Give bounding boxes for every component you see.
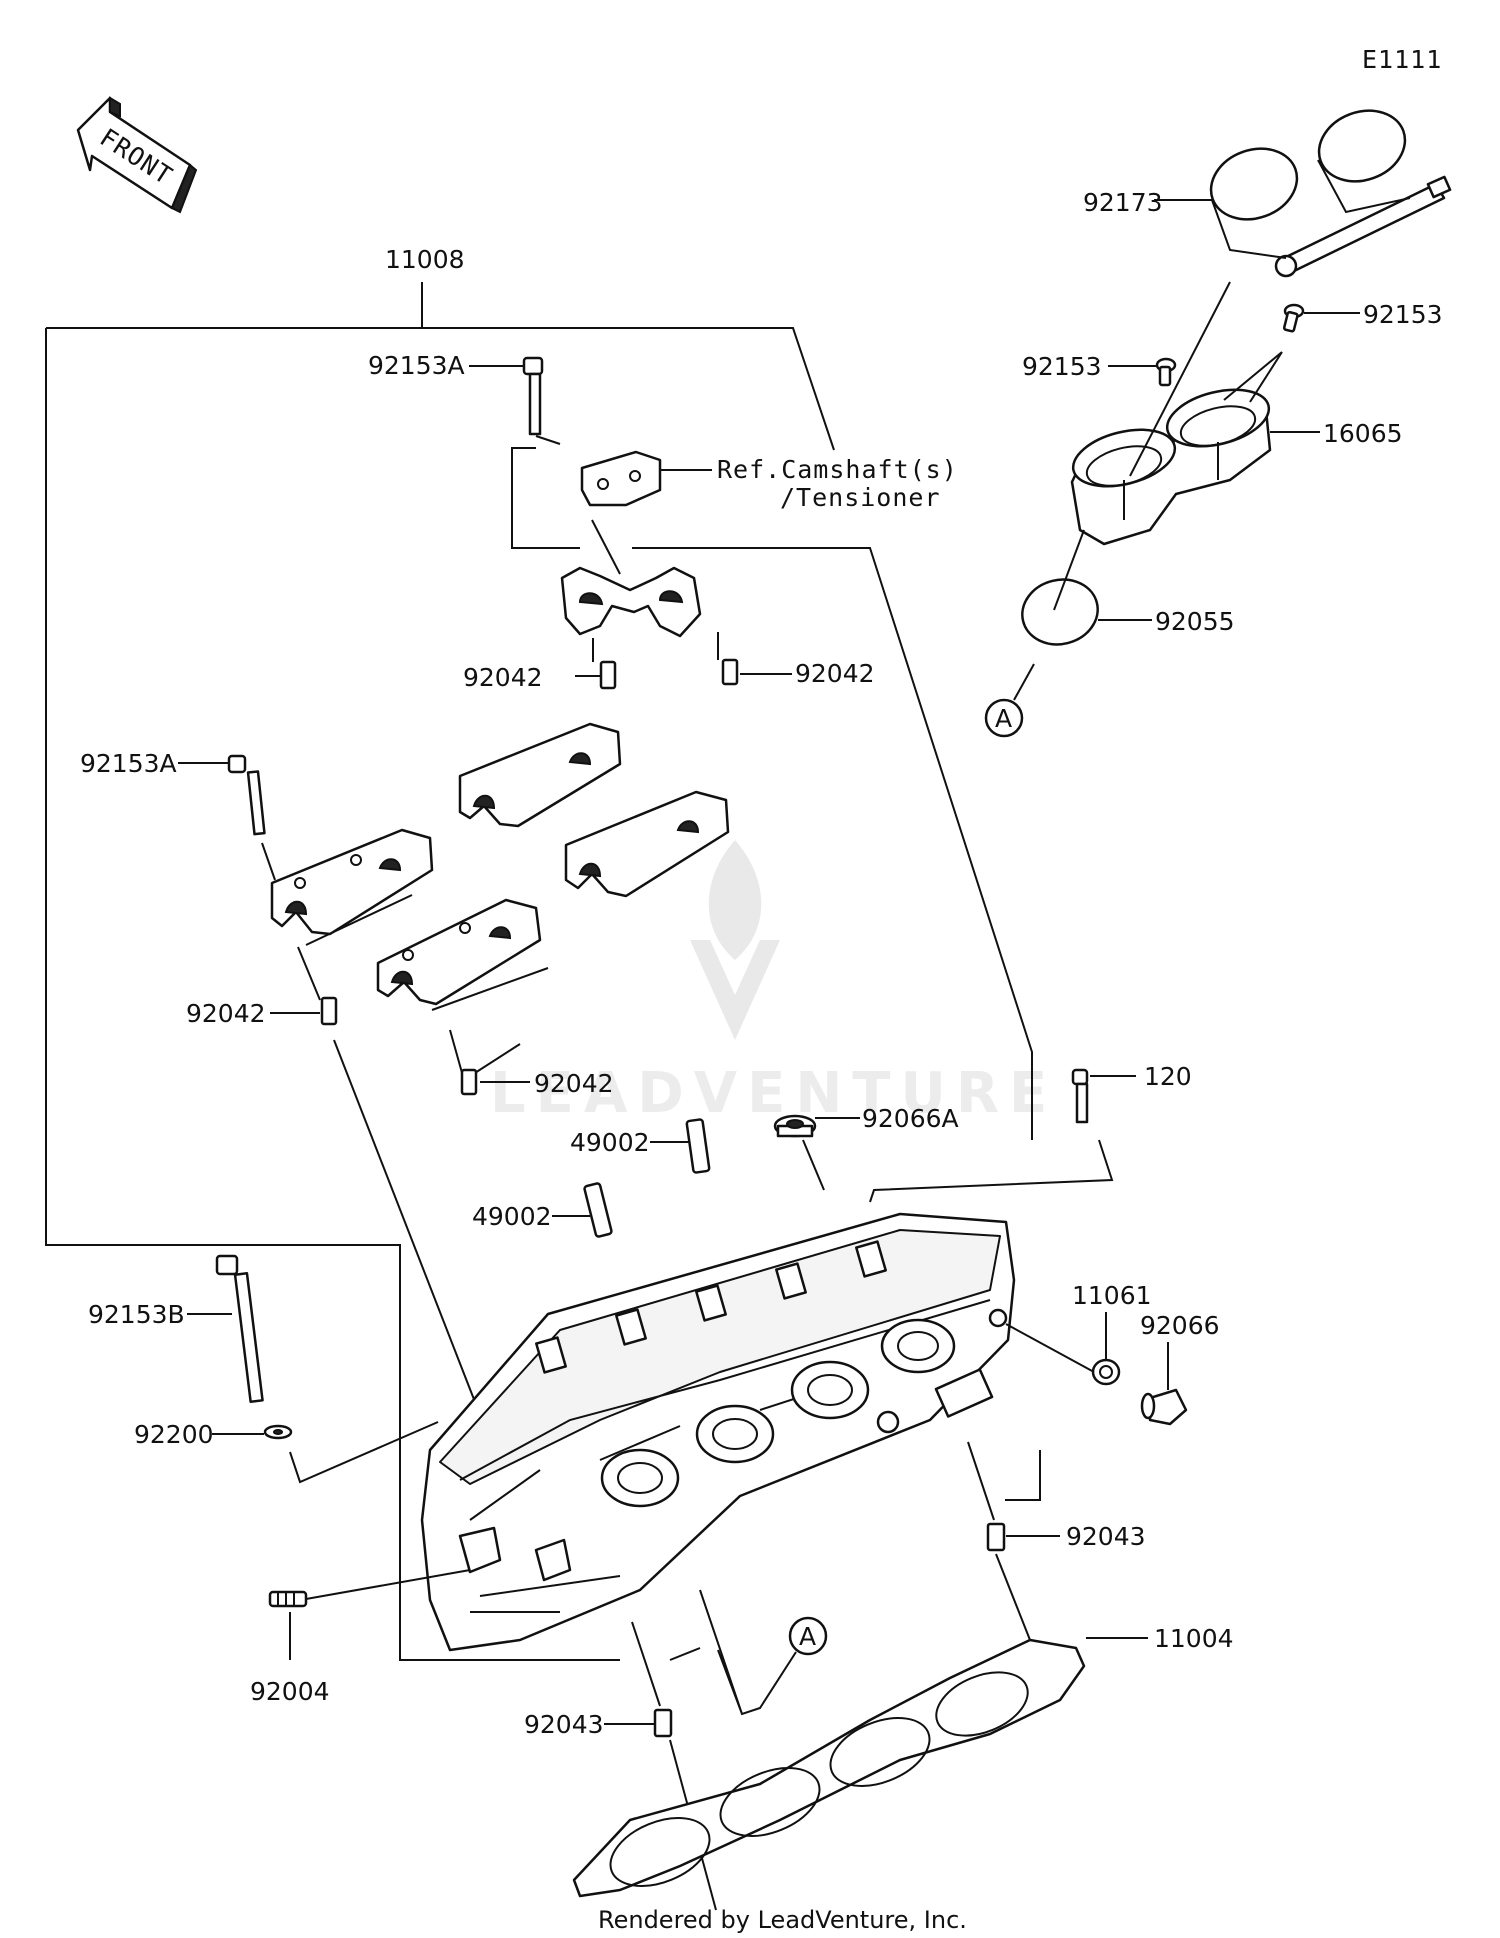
ref-circle-a-top: A <box>984 698 1024 738</box>
dowel-pin-92042-a <box>592 638 617 690</box>
callout-92042-c: 92042 <box>186 999 266 1028</box>
diagram-id: E1111 <box>1362 45 1442 74</box>
bolt-92153A-top <box>522 356 561 445</box>
callout-92043-right: 92043 <box>1066 1522 1146 1551</box>
cam-cap-4 <box>564 790 730 898</box>
callout-11004: 11004 <box>1154 1624 1234 1653</box>
callout-11061: 11061 <box>1072 1281 1152 1310</box>
callout-92066A: 92066A <box>862 1104 959 1133</box>
callout-49002-a: 49002 <box>570 1128 650 1157</box>
callout-92153A-top: 92153A <box>368 351 465 380</box>
bolt-92153B <box>215 1254 264 1404</box>
callout-92042-a: 92042 <box>463 663 543 692</box>
callout-92200: 92200 <box>134 1420 214 1449</box>
ref-circle-a-bottom-label: A <box>799 1622 816 1651</box>
valve-guide-49002-b <box>583 1182 613 1238</box>
callout-92055: 92055 <box>1155 607 1235 636</box>
intake-holder-16065 <box>1070 388 1272 546</box>
clamp-92173 <box>1209 109 1452 278</box>
plug-92066A <box>773 1114 817 1138</box>
callout-92173: 92173 <box>1083 188 1163 217</box>
callout-92004: 92004 <box>250 1677 330 1706</box>
cylinder-head <box>420 1212 1016 1652</box>
callout-92066: 92066 <box>1140 1311 1220 1340</box>
ref-circle-a-top-label: A <box>995 704 1012 733</box>
callout-16065: 16065 <box>1323 419 1403 448</box>
plug-92066 <box>1140 1388 1188 1426</box>
callout-120: 120 <box>1144 1062 1192 1091</box>
cam-cap-top <box>560 519 702 638</box>
cam-cap-3 <box>458 722 622 828</box>
render-credit: Rendered by LeadVenture, Inc. <box>598 1906 967 1934</box>
stud-92004 <box>268 1590 308 1608</box>
leadventure-watermark: LEADVENTURE <box>490 840 1057 1126</box>
cam-cap-1 <box>270 828 434 936</box>
callout-92153-right: 92153 <box>1363 300 1443 329</box>
dowel-92043-right <box>986 1522 1006 1552</box>
bolt-120 <box>1071 1068 1089 1124</box>
screw-92153-left <box>1155 357 1177 387</box>
callout-92153B: 92153B <box>88 1300 185 1329</box>
callout-92153-left: 92153 <box>1022 352 1102 381</box>
ref-circle-a-bottom: A <box>788 1616 828 1656</box>
callout-labels: 11008 92153A 92042 92042 92153A 92042 92… <box>80 188 1443 1739</box>
callout-92153A-left: 92153A <box>80 749 177 778</box>
camshaft-ref-bracket <box>580 450 712 507</box>
washer-92200 <box>263 1424 293 1440</box>
head-gasket-11004 <box>572 1638 1086 1898</box>
bolt-92153A-left <box>227 754 266 836</box>
assembly-11008-bracket <box>45 282 1041 1661</box>
dowel-pin-92042-d <box>460 1068 478 1096</box>
cam-cap-2 <box>376 898 542 1006</box>
callout-92042-b: 92042 <box>795 659 875 688</box>
washer-11061 <box>1091 1358 1121 1386</box>
dowel-92043-left <box>653 1708 673 1738</box>
dowel-pin-92042-b <box>717 632 739 686</box>
dowel-pin-92042-c <box>320 996 338 1026</box>
valve-guide-49002-a <box>685 1118 711 1174</box>
front-arrow-icon: FRONT <box>76 96 198 214</box>
o-ring-92055 <box>1021 578 1099 646</box>
screw-92153-right <box>1282 303 1305 333</box>
callout-49002-b: 49002 <box>472 1202 552 1231</box>
watermark-text: LEADVENTURE <box>490 1061 1057 1126</box>
callout-11008: 11008 <box>385 245 465 274</box>
ref-note-line1: Ref.Camshaft(s) <box>717 455 958 484</box>
callout-92042-d: 92042 <box>534 1069 614 1098</box>
callout-92043-left: 92043 <box>524 1710 604 1739</box>
ref-note-line2: /Tensioner <box>780 483 941 512</box>
